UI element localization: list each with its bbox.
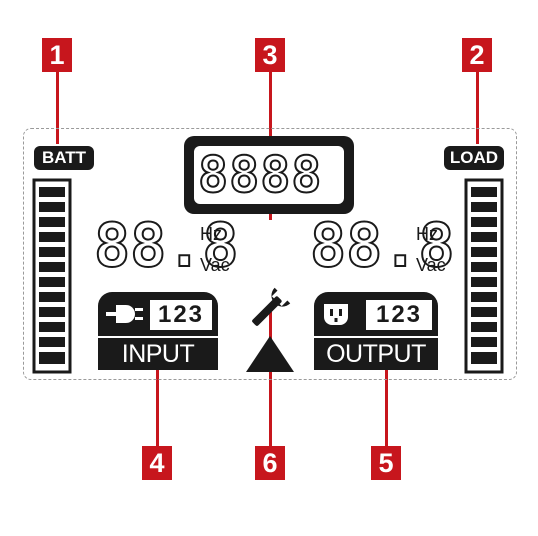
message-digits: 8888 bbox=[197, 145, 323, 205]
output-phase-badge: 123 bbox=[314, 292, 438, 336]
output-hz-unit: Hz bbox=[416, 224, 438, 244]
leader-line-1 bbox=[56, 72, 59, 144]
input-phase-numbers: 123 bbox=[150, 300, 212, 330]
wrench-icon bbox=[252, 287, 291, 326]
callout-2: 2 bbox=[462, 38, 492, 72]
callout-6: 6 bbox=[255, 446, 285, 480]
input-label: INPUT bbox=[98, 338, 218, 370]
callout-5: 5 bbox=[371, 446, 401, 480]
output-vac-unit: Vac bbox=[416, 255, 446, 275]
message-display: 8888 bbox=[184, 136, 354, 214]
input-hz-unit: Hz bbox=[200, 224, 222, 244]
plug-icon bbox=[106, 305, 143, 323]
lcd-panel bbox=[23, 128, 517, 380]
callout-4: 4 bbox=[142, 446, 172, 480]
input-readout: 88.8 bbox=[93, 211, 239, 281]
callout-1: 1 bbox=[42, 38, 72, 72]
leader-line-2 bbox=[476, 72, 479, 144]
input-phase-badge: 123 bbox=[98, 292, 218, 336]
warning-triangle-icon bbox=[246, 336, 294, 372]
leader-line-5 bbox=[385, 366, 388, 446]
socket-icon bbox=[324, 304, 348, 325]
input-vac-unit: Vac bbox=[200, 255, 230, 275]
battery-level-bar bbox=[32, 178, 72, 374]
output-readout: 88.8 bbox=[309, 211, 455, 281]
leader-line-4 bbox=[156, 366, 159, 446]
output-label: OUTPUT bbox=[314, 338, 438, 370]
output-phase-numbers: 123 bbox=[366, 300, 432, 330]
batt-label: BATT bbox=[34, 146, 94, 170]
callout-3: 3 bbox=[255, 38, 285, 72]
load-label: LOAD bbox=[444, 146, 504, 170]
load-level-bar bbox=[464, 178, 504, 374]
